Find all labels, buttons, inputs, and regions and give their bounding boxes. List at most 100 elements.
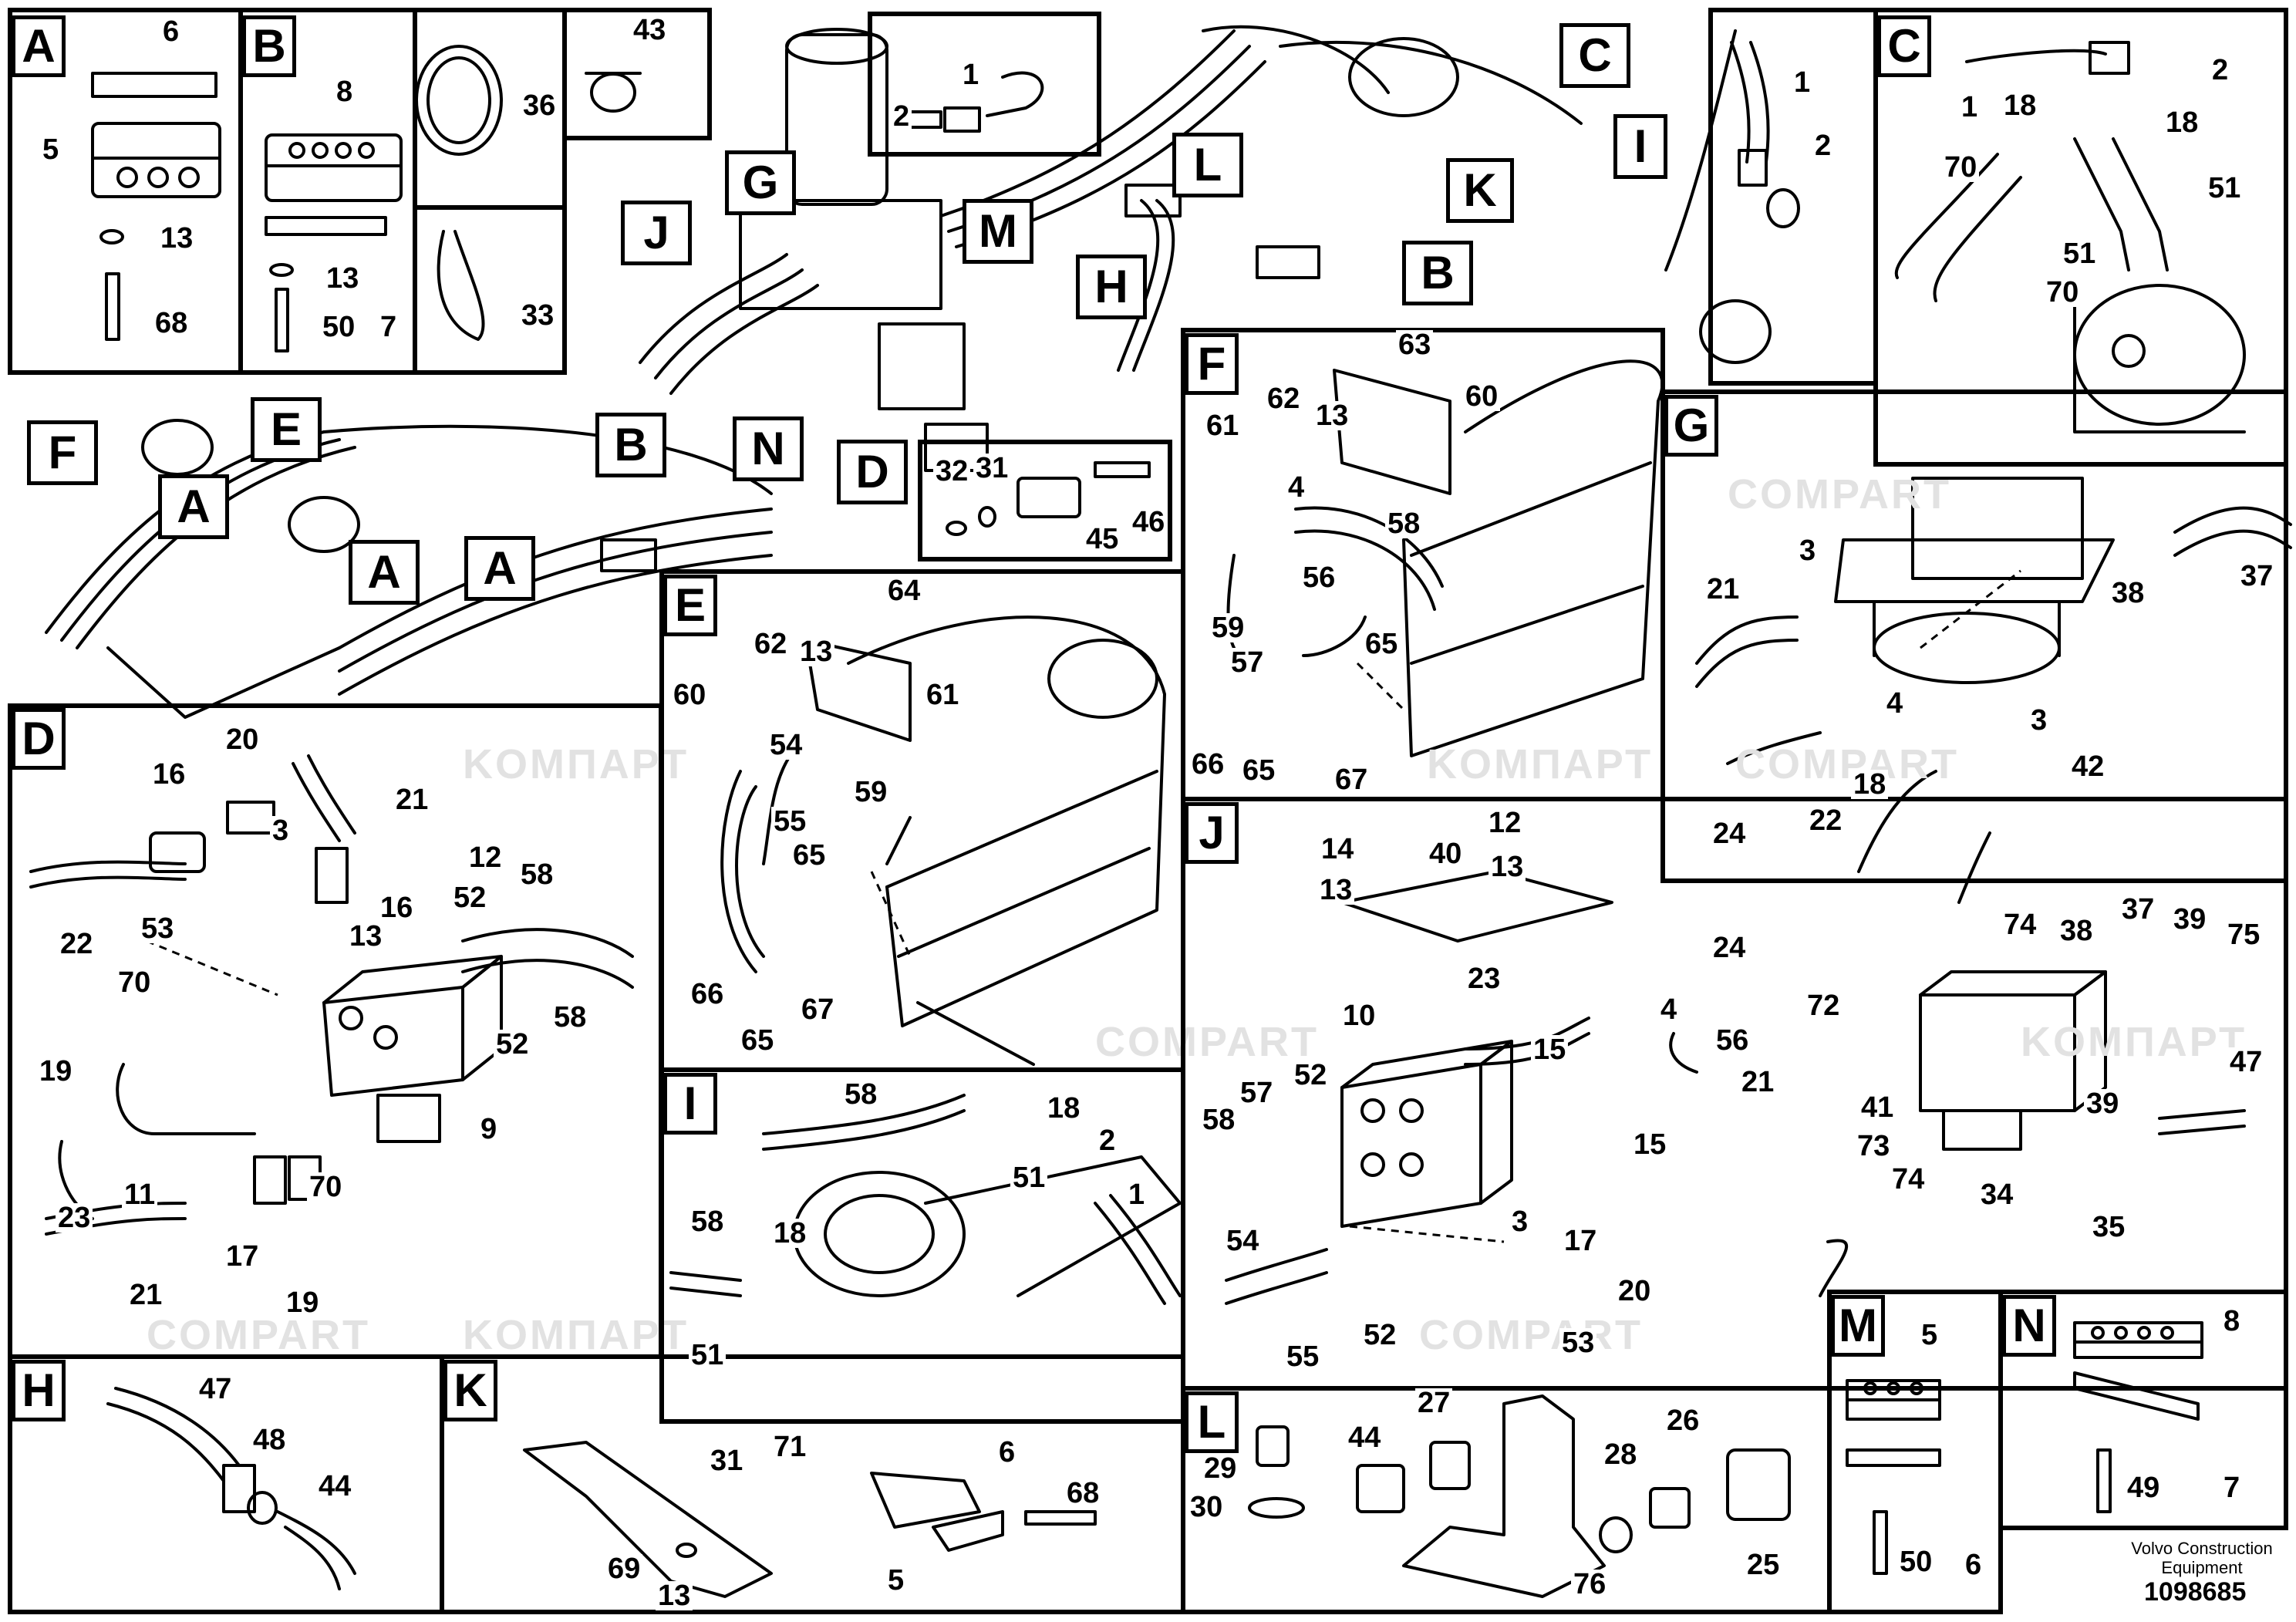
watermark: COMPART [1095, 1019, 1319, 1065]
part-label: 63 [1396, 330, 1434, 359]
panel-tag-n: N [2002, 1295, 2056, 1357]
panel-small-clamp [918, 440, 1172, 561]
part-label: 28 [1602, 1440, 1640, 1469]
callout-a: A [349, 540, 420, 605]
part-label: 52 [451, 883, 489, 912]
part-label: 30 [1188, 1492, 1226, 1522]
part-label: 39 [2084, 1089, 2122, 1118]
drawing-id: 1098685 [2144, 1577, 2247, 1607]
panel-g [1660, 389, 2288, 883]
part-label: 59 [852, 777, 890, 807]
panel-clip [562, 8, 712, 140]
watermark: KOMПАРТ [463, 1312, 689, 1358]
part-label: 59 [1209, 613, 1247, 642]
panel-tag-g: G [1664, 395, 1718, 457]
part-label: 10 [1340, 1001, 1378, 1030]
part-label: 47 [197, 1374, 234, 1404]
part-label: 52 [1361, 1320, 1399, 1350]
part-label: 15 [1631, 1130, 1669, 1159]
part-label: 4 [1286, 473, 1307, 502]
part-label: 46 [1130, 508, 1168, 537]
panel-k-artwork [523, 1441, 1097, 1598]
callout-b: B [1402, 241, 1473, 305]
part-label: 13 [1317, 875, 1355, 905]
part-label: 29 [1202, 1454, 1239, 1483]
part-label: 68 [1064, 1479, 1102, 1508]
callout-g: G [725, 150, 796, 215]
part-label: 9 [478, 1114, 500, 1144]
callout-c: C [1559, 23, 1630, 88]
part-label: 74 [1890, 1165, 1927, 1194]
part-label: 66 [689, 980, 727, 1009]
brand-name: Volvo Construction Equipment [2117, 1539, 2287, 1578]
part-label: 75 [2225, 920, 2263, 949]
part-label: 36 [521, 91, 558, 120]
part-label: 5 [1919, 1320, 1940, 1350]
part-label: 54 [1224, 1226, 1262, 1256]
part-label: 51 [689, 1340, 727, 1370]
part-label: 57 [1229, 648, 1266, 677]
panel-tag-c: C [1877, 15, 1931, 77]
part-label: 58 [1385, 509, 1423, 538]
part-label: 61 [1204, 411, 1242, 440]
part-label: 19 [37, 1057, 75, 1086]
part-label: 44 [316, 1472, 354, 1501]
part-label: 56 [1714, 1026, 1752, 1055]
panel-tag-h: H [12, 1360, 66, 1421]
part-label: 6 [996, 1438, 1018, 1467]
panel-strap-tie [413, 205, 567, 375]
part-label: 47 [2227, 1047, 2265, 1077]
part-label: 51 [2061, 239, 2099, 268]
part-label: 32 [933, 457, 971, 486]
part-label: 6 [160, 17, 182, 46]
part-label: 13 [797, 637, 835, 666]
panel-c [1873, 8, 2288, 467]
part-label: 20 [1616, 1276, 1654, 1306]
panel-tag-f: F [1185, 333, 1239, 395]
hose-detail-artwork [1730, 41, 1800, 228]
part-label: 13 [324, 264, 362, 293]
part-label: 22 [58, 929, 96, 959]
part-label: 13 [1489, 852, 1526, 882]
part-label: 7 [2221, 1473, 2243, 1502]
part-label: 35 [2090, 1212, 2128, 1242]
part-label: 57 [1238, 1078, 1276, 1108]
part-label: 48 [251, 1425, 288, 1455]
panel-a-artwork [91, 72, 221, 341]
part-label: 16 [378, 893, 416, 922]
brand-line-2: Equipment [2161, 1558, 2243, 1578]
panel-h-artwork [106, 1387, 356, 1590]
part-label: 69 [605, 1554, 643, 1583]
callout-l: L [1172, 133, 1243, 197]
callout-a: A [158, 474, 229, 539]
part-label: 2 [2210, 56, 2231, 85]
part-label: 12 [1486, 808, 1524, 838]
part-label: 1 [1126, 1180, 1148, 1209]
part-label: 65 [1240, 756, 1278, 785]
part-label: 25 [1745, 1550, 1782, 1580]
part-label: 52 [494, 1030, 531, 1059]
brand-line-1: Volvo Construction [2131, 1539, 2273, 1558]
part-label: 18 [1045, 1094, 1083, 1123]
panel-tag-l: L [1185, 1391, 1239, 1453]
part-label: 55 [771, 807, 809, 836]
callout-m: M [963, 199, 1033, 264]
part-label: 13 [158, 224, 196, 253]
part-label: 7 [378, 312, 400, 342]
part-label: 67 [1333, 765, 1371, 794]
part-label: 65 [791, 841, 828, 870]
part-label: 62 [1265, 384, 1303, 413]
callout-e: E [251, 397, 322, 462]
part-label: 50 [320, 312, 358, 342]
part-label: 74 [2001, 910, 2039, 939]
part-label: 67 [799, 995, 837, 1024]
part-label: 31 [708, 1446, 746, 1475]
part-label: 20 [224, 725, 261, 754]
part-label: 51 [1010, 1163, 1048, 1192]
part-label: 8 [2221, 1307, 2243, 1336]
part-label: 5 [885, 1566, 907, 1595]
callout-k: K [1446, 158, 1514, 223]
part-label: 21 [1739, 1067, 1777, 1097]
